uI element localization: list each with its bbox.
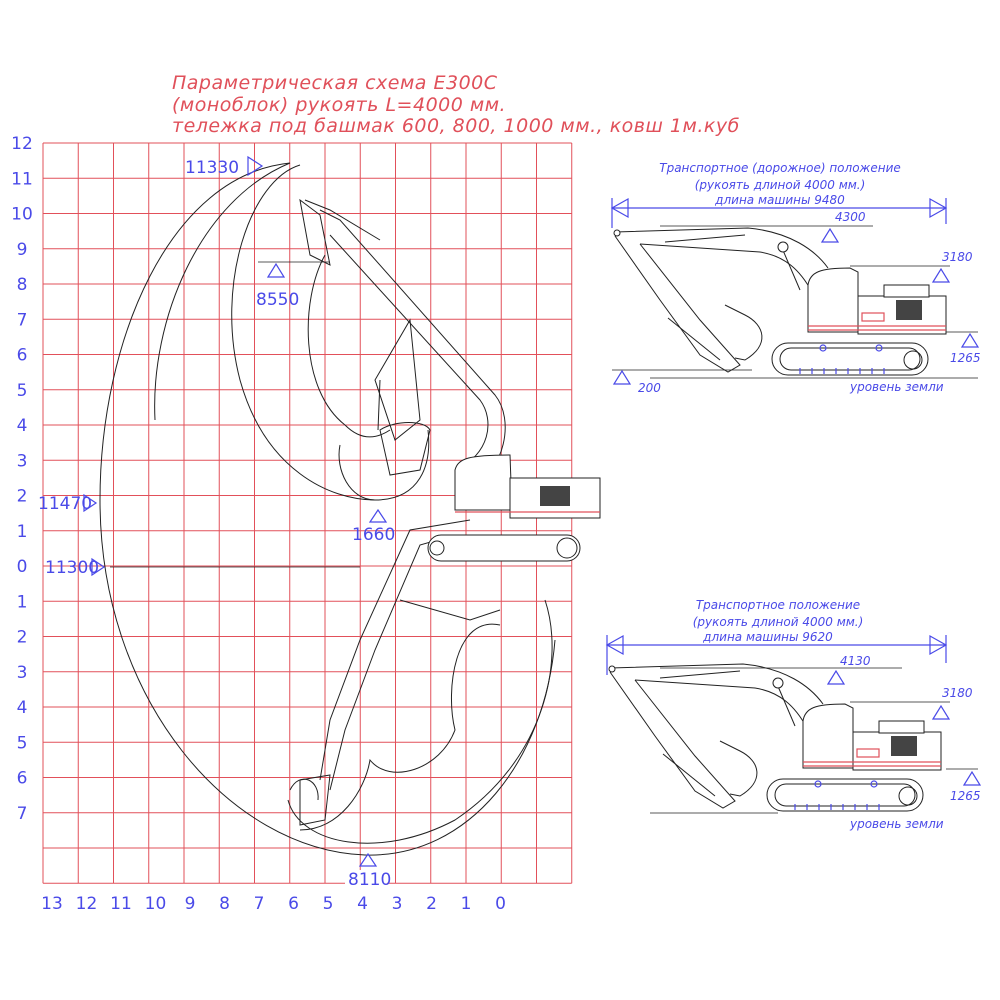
row-label: 12 bbox=[11, 134, 33, 154]
road-clearance: 1265 bbox=[950, 351, 981, 365]
max-reach-height-label: 11470 bbox=[38, 494, 92, 514]
col-label: 8 bbox=[219, 894, 230, 914]
excavator-transport-drawing bbox=[608, 663, 942, 812]
road-cab-height: 3180 bbox=[942, 250, 973, 264]
level-markers: 11330 8550 11470 1660 11300 8110 bbox=[38, 155, 395, 890]
row-label: 1 bbox=[17, 592, 28, 612]
row-label: 7 bbox=[17, 310, 28, 330]
col-label: 2 bbox=[426, 894, 437, 914]
row-label: 6 bbox=[17, 346, 28, 366]
col-label: 11 bbox=[110, 894, 132, 914]
row-label: 0 bbox=[17, 557, 28, 577]
col-label: 10 bbox=[145, 894, 167, 914]
col-label: 3 bbox=[392, 894, 403, 914]
min-dump-height-label: 1660 bbox=[352, 525, 395, 545]
col-label: 13 bbox=[41, 894, 63, 914]
row-label: 10 bbox=[11, 205, 33, 225]
road-title-1: Транспортное (дорожное) положение bbox=[659, 161, 901, 175]
road-title-2: (рукоять длиной 4000 мм.) bbox=[695, 178, 866, 192]
row-label: 3 bbox=[17, 663, 28, 683]
transport-view: Транспортное положение (рукоять длиной 4… bbox=[605, 598, 982, 831]
transport-road-view: Транспортное (дорожное) положение (рукоя… bbox=[610, 161, 981, 395]
working-range-envelope bbox=[99, 162, 556, 856]
row-label: 11 bbox=[11, 169, 33, 189]
row-label: 4 bbox=[17, 698, 28, 718]
road-height: 4300 bbox=[835, 210, 866, 224]
excavator-main-view bbox=[299, 198, 601, 826]
row-label: 2 bbox=[17, 487, 28, 507]
transport-title-1: Транспортное положение bbox=[696, 598, 860, 612]
col-label: 4 bbox=[357, 894, 368, 914]
transport-cab-height: 3180 bbox=[942, 686, 973, 700]
dump-height-label: 8550 bbox=[256, 290, 299, 310]
excavator-road-drawing bbox=[613, 227, 947, 376]
col-label: 9 bbox=[185, 894, 196, 914]
max-reach-ground-label: 11300 bbox=[45, 558, 99, 578]
row-label: 6 bbox=[17, 769, 28, 789]
row-label: 7 bbox=[17, 804, 28, 824]
road-ground-label: уровень земли bbox=[849, 380, 944, 394]
row-label: 5 bbox=[17, 381, 28, 401]
title-line-1: Параметрическая схема Е300С bbox=[172, 72, 498, 94]
transport-clearance: 1265 bbox=[950, 789, 981, 803]
row-label: 1 bbox=[17, 522, 28, 542]
road-title-3: длина машины 9480 bbox=[714, 193, 845, 207]
transport-title-2: (рукоять длиной 4000 мм.) bbox=[693, 615, 864, 629]
max-height-label: 11330 bbox=[185, 158, 239, 178]
max-dig-depth-label: 8110 bbox=[348, 870, 391, 890]
title-line-3: тележка под башмак 600, 800, 1000 мм., к… bbox=[172, 115, 740, 137]
row-label: 8 bbox=[17, 275, 28, 295]
red-grid bbox=[42, 142, 573, 884]
col-label: 0 bbox=[495, 894, 506, 914]
title-line-2: (моноблок) рукоять L=4000 мм. bbox=[172, 94, 506, 116]
row-label: 3 bbox=[17, 451, 28, 471]
row-label: 9 bbox=[17, 240, 28, 260]
col-label: 5 bbox=[323, 894, 334, 914]
col-label: 6 bbox=[288, 894, 299, 914]
row-label: 2 bbox=[17, 628, 28, 648]
row-label: 4 bbox=[17, 416, 28, 436]
col-label: 12 bbox=[76, 894, 98, 914]
transport-title-3: длина машины 9620 bbox=[702, 630, 833, 644]
row-label: 5 bbox=[17, 733, 28, 753]
transport-height: 4130 bbox=[840, 654, 871, 668]
col-label: 7 bbox=[254, 894, 265, 914]
transport-ground-label: уровень земли bbox=[849, 817, 944, 831]
col-label: 1 bbox=[461, 894, 472, 914]
road-bucket-ground: 200 bbox=[638, 381, 661, 395]
